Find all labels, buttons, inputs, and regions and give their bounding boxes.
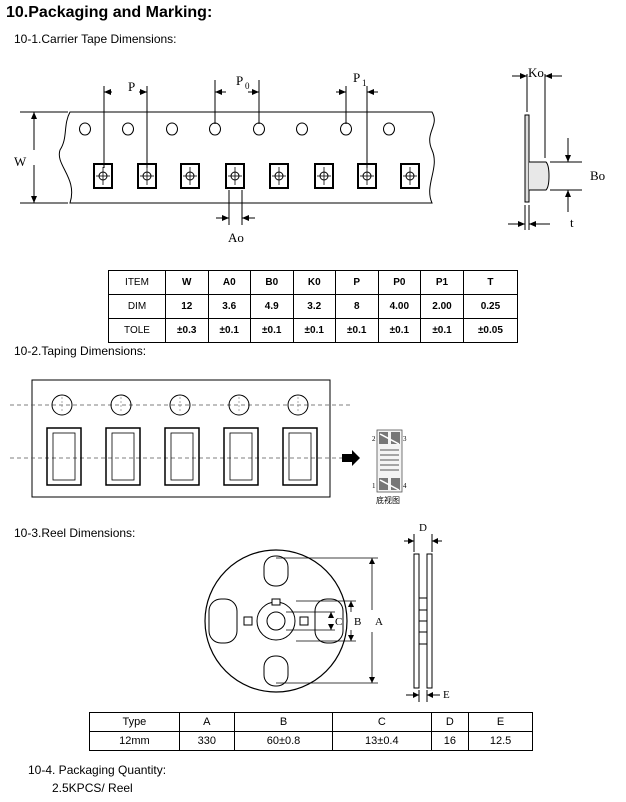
- table-cell: 0.25: [462, 294, 519, 319]
- carrier-tape-diagram: P P 0 P 1 W Ao Ko Bo t: [14, 65, 605, 245]
- c-label: C: [335, 616, 342, 628]
- table-cell: B: [233, 712, 334, 732]
- taping-pockets: [46, 427, 318, 486]
- table-cell: 330: [178, 731, 235, 751]
- table-cell: ITEM: [108, 270, 166, 295]
- reel-heading: 10-3.Reel Dimensions:: [14, 526, 136, 540]
- e-label: E: [443, 689, 450, 701]
- table-header-row: Type A B C D E: [89, 712, 533, 732]
- table-cell: TOLE: [108, 318, 166, 343]
- table-cell: P0: [377, 270, 422, 295]
- table-cell: ±0.1: [292, 318, 336, 343]
- b-label: B: [354, 616, 361, 628]
- reel-hub-keys: [243, 598, 309, 626]
- pin-label: 1: [372, 482, 376, 490]
- taping-hole-crosses: [61, 397, 299, 413]
- table-cell: 3.2: [292, 294, 336, 319]
- table-cell: T: [462, 270, 519, 295]
- table-cell: ±0.1: [377, 318, 422, 343]
- table-cell: Type: [89, 712, 180, 732]
- table-cell: 12mm: [89, 731, 180, 751]
- taping-heading: 10-2.Taping Dimensions:: [14, 344, 147, 358]
- table-cell: 13±0.4: [332, 731, 432, 751]
- t-label: t: [570, 215, 574, 230]
- reel-table: Type A B C D E 12mm 330 60±0.8 13±0.4 16…: [89, 712, 533, 751]
- taping-holes: [51, 394, 309, 416]
- table-cell: ±0.1: [207, 318, 251, 343]
- p0-label: P: [236, 73, 243, 88]
- carrier-tape-heading: 10-1.Carrier Tape Dimensions:: [14, 32, 177, 46]
- carrier-tape-table: ITEM W A0 B0 K0 P P0 P1 T DIM 12 3.6 4.9…: [108, 270, 519, 343]
- table-cell: ±0.1: [250, 318, 294, 343]
- table-row: 12mm 330 60±0.8 13±0.4 16 12.5: [89, 731, 533, 751]
- reel-side-view: [404, 534, 442, 702]
- table-header-row: ITEM W A0 B0 K0 P P0 P1 T: [108, 270, 519, 295]
- table-cell: P1: [420, 270, 464, 295]
- p1-subscript: 1: [362, 78, 367, 88]
- pin-label: 3: [403, 435, 407, 443]
- table-cell: 3.6: [207, 294, 251, 319]
- table-cell: 12: [165, 294, 209, 319]
- table-cell: DIM: [108, 294, 166, 319]
- table-cell: 8: [335, 294, 379, 319]
- p1-label: P: [353, 70, 360, 85]
- table-cell: 2.00: [420, 294, 464, 319]
- table-cell: 4.9: [250, 294, 294, 319]
- taping-diagram: 2 3 1 4 底视图: [10, 379, 407, 505]
- table-cell: E: [468, 712, 533, 732]
- packaging-quantity-value: 2.5KPCS/ Reel: [52, 781, 133, 795]
- ko-label: Ko: [528, 65, 544, 80]
- table-cell: ±0.05: [462, 318, 519, 343]
- page-title: 10.Packaging and Marking:: [6, 4, 213, 21]
- table-row: TOLE ±0.3 ±0.1 ±0.1 ±0.1 ±0.1 ±0.1 ±0.1 …: [108, 318, 519, 343]
- ao-label: Ao: [228, 230, 244, 245]
- component-bottom-view: [376, 429, 403, 493]
- reel-diagram: A B C D E: [204, 522, 450, 702]
- table-cell: ±0.1: [420, 318, 464, 343]
- table-cell: B0: [250, 270, 294, 295]
- table-cell: 4.00: [377, 294, 422, 319]
- bo-label: Bo: [590, 168, 605, 183]
- table-cell: K0: [292, 270, 336, 295]
- table-cell: ±0.3: [165, 318, 209, 343]
- table-cell: 60±0.8: [233, 731, 334, 751]
- pin-label: 4: [403, 482, 407, 490]
- a-label: A: [375, 616, 383, 628]
- pin-label: 2: [372, 435, 376, 443]
- table-cell: 12.5: [468, 731, 533, 751]
- packaging-quantity-heading: 10-4. Packaging Quantity:: [28, 763, 167, 777]
- table-cell: ±0.1: [335, 318, 379, 343]
- table-cell: D: [430, 712, 470, 732]
- d-label: D: [419, 522, 427, 534]
- bottom-view-label: 底视图: [376, 495, 400, 505]
- table-cell: A: [178, 712, 235, 732]
- tape-side-view: [508, 73, 582, 230]
- table-cell: A0: [207, 270, 251, 295]
- p-label: P: [128, 79, 135, 94]
- pockets: [93, 163, 420, 189]
- reel-windows: [208, 555, 344, 687]
- table-cell: P: [335, 270, 379, 295]
- table-row: DIM 12 3.6 4.9 3.2 8 4.00 2.00 0.25: [108, 294, 519, 319]
- w-label: W: [14, 154, 27, 169]
- sprocket-holes: [79, 122, 395, 136]
- table-cell: 16: [430, 731, 470, 751]
- table-cell: W: [165, 270, 209, 295]
- arrow-right-icon: [342, 450, 360, 466]
- table-cell: C: [332, 712, 432, 732]
- p0-subscript: 0: [245, 81, 250, 91]
